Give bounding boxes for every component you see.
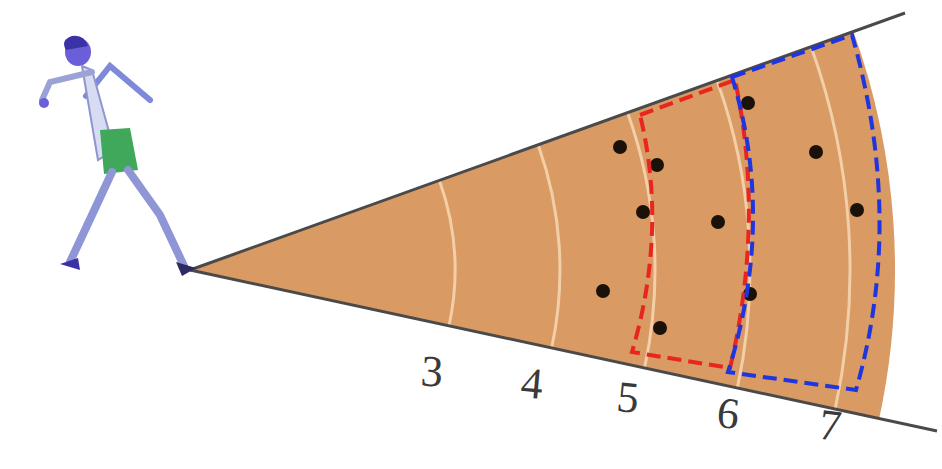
distance-label: 4 xyxy=(519,361,545,407)
distance-label: 3 xyxy=(419,349,444,394)
sector-lines xyxy=(190,13,937,431)
thrower-figure xyxy=(39,36,196,276)
distance-label: 6 xyxy=(714,391,741,437)
sector-area xyxy=(190,32,895,419)
distance-arcs xyxy=(439,47,850,410)
distance-label: 5 xyxy=(615,375,641,421)
landing-dots xyxy=(596,96,864,335)
distance-label: 7 xyxy=(816,403,843,449)
blue-dashed-region xyxy=(728,35,880,390)
red-dashed-region xyxy=(632,80,749,368)
